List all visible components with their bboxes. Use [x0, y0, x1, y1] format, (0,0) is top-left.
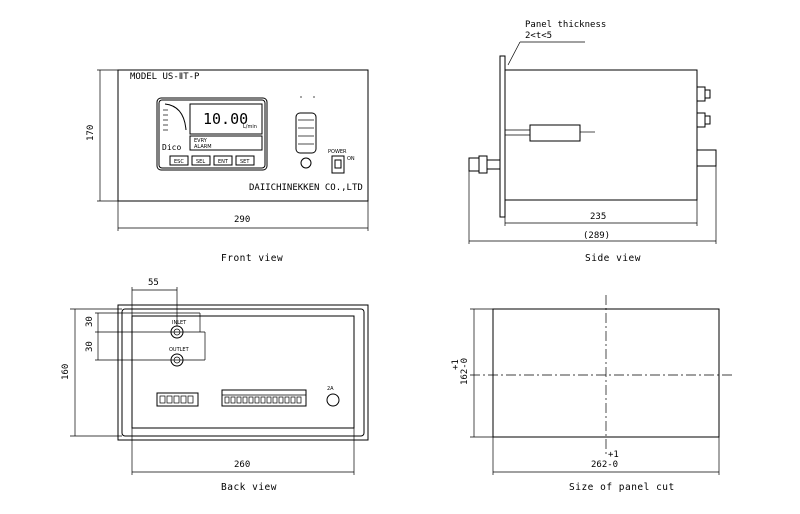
status-strip [189, 135, 263, 151]
gauge-arc [164, 103, 187, 131]
terminal-block-large [221, 389, 307, 407]
panel-plate [499, 55, 506, 218]
front-width-dim: 290 [234, 215, 250, 225]
back-view: INLET OUTLET 55 30 30 [61, 278, 369, 493]
panel-leader-line [507, 41, 521, 66]
panel-cut-height-tol: +1 [451, 359, 461, 370]
panel-thickness-note: Panel thickness [525, 20, 606, 30]
model-label: MODEL US-ⅡT-P [130, 72, 200, 82]
side-total-dim: (289) [583, 231, 610, 241]
panel-cut-caption: Size of panel cut [569, 482, 675, 493]
maker-label: DAIICHINEKKEN CO.,LTD [249, 183, 363, 193]
key-esc[interactable] [169, 155, 189, 166]
on-label: ON [347, 156, 355, 162]
lcd-screen [189, 103, 263, 135]
key-sel-label: SEL [196, 159, 205, 165]
key-sel[interactable] [191, 155, 211, 166]
status-line-2: ALARM [194, 144, 212, 150]
back-height-dim: 160 [61, 364, 71, 380]
panel-cut-width-tol: +1 [608, 450, 619, 460]
front-view: MODEL US-ⅡT-P 10.00 L/min EVRY ALARM Dic… [86, 69, 369, 264]
back-spacing-dim-1: 30 [85, 316, 95, 327]
status-line-1: EVRY [194, 138, 208, 144]
rear-port-2 [696, 112, 706, 128]
power-switch[interactable] [331, 155, 345, 174]
side-view-caption: Side view [585, 253, 641, 264]
key-set-label: SET [240, 159, 250, 165]
key-set[interactable] [235, 155, 255, 166]
panel-cut-height-dim: 162-0 [460, 358, 470, 385]
panel-cut-view: +1 162-0 +1 262-0 Size of panel cut [451, 295, 735, 493]
fuse-label: 2A [327, 386, 334, 392]
key-row: ESC SEL ENT SET [169, 155, 255, 166]
outlet-label: OUTLET [169, 347, 190, 353]
logo-text: Dico [162, 143, 181, 152]
rear-connector [696, 149, 717, 167]
terminal-block-small [156, 392, 199, 407]
side-tube [529, 124, 581, 142]
inlet-label: INLET [172, 320, 187, 326]
front-view-caption: Front view [221, 253, 283, 264]
back-panel-outline [117, 304, 369, 441]
key-esc-label: ESC [174, 159, 184, 165]
fuse-holder [326, 393, 340, 407]
back-view-caption: Back view [221, 482, 277, 493]
key-ent-label: ENT [218, 159, 229, 165]
valve-knob[interactable] [295, 96, 317, 169]
key-ent[interactable] [213, 155, 233, 166]
back-offset-dim: 55 [148, 278, 159, 288]
panel-thickness-range: 2<t<5 [525, 31, 552, 41]
side-depth-dim: 235 [590, 212, 606, 222]
panel-cut-width-dim: 262-0 [591, 460, 618, 470]
side-body [504, 69, 698, 201]
display-value: 10.00 [203, 110, 248, 128]
side-fitting [468, 157, 480, 172]
power-label: POWER [328, 149, 347, 155]
back-spacing-dim-2: 30 [85, 341, 95, 352]
rear-port-1 [696, 86, 706, 102]
side-view: Panel thickness 2<t<5 235 (289) Side vie [468, 20, 717, 264]
front-panel-outline [117, 69, 369, 202]
front-height-dim: 170 [86, 125, 96, 141]
display-module: 10.00 L/min EVRY ALARM Dico ESC SEL ENT [156, 97, 268, 171]
back-width-dim: 260 [234, 460, 250, 470]
display-unit: L/min [243, 124, 257, 130]
